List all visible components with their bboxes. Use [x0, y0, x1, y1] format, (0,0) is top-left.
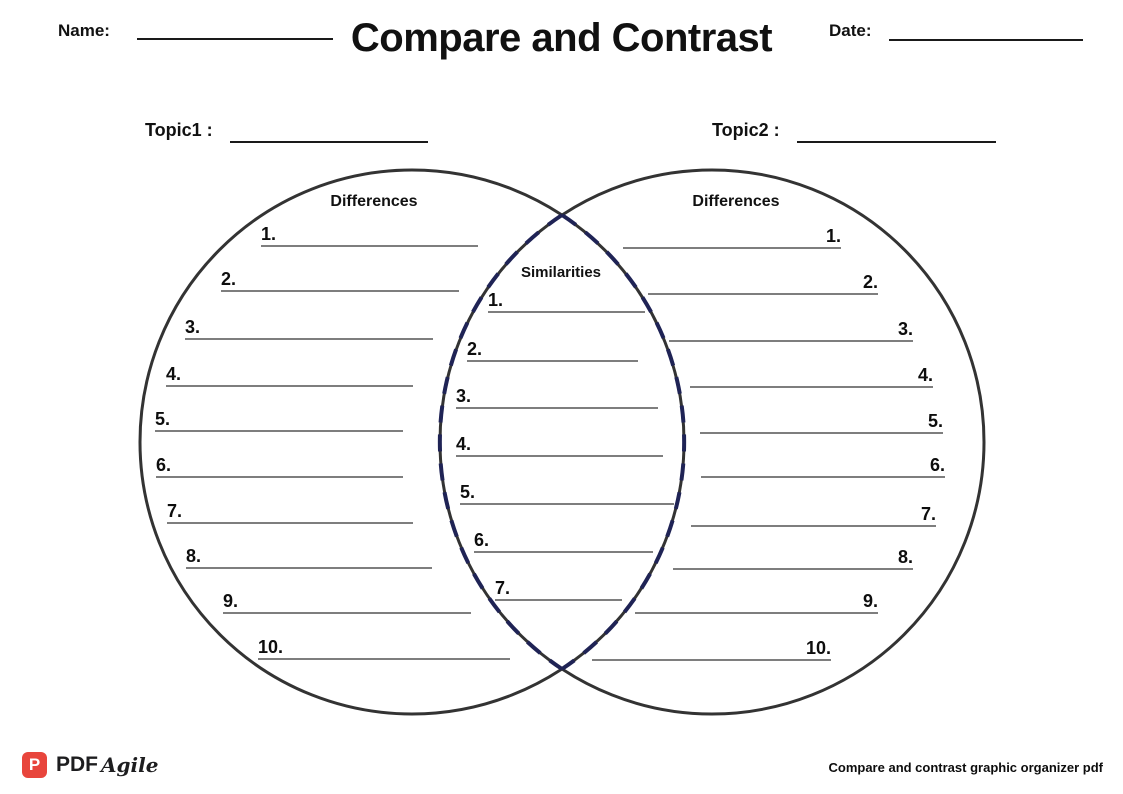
row-number: 7. — [167, 501, 183, 521]
logo-text-agile: Agile — [101, 753, 159, 777]
left-differences-heading: Differences — [330, 193, 418, 210]
row-number: 1. — [488, 290, 504, 310]
row-number: 4. — [166, 364, 182, 384]
left-diff-row-3[interactable]: 3. — [185, 318, 433, 340]
right-diff-row-8[interactable]: 8. — [673, 548, 913, 570]
left-diff-row-7[interactable]: 7. — [167, 502, 413, 524]
similarities-row-1[interactable]: 1. — [488, 291, 645, 313]
right-diff-row-5[interactable]: 5. — [700, 412, 943, 434]
right-differences-heading: Differences — [692, 193, 780, 210]
row-number: 3. — [897, 319, 913, 339]
row-number: 10. — [805, 638, 831, 658]
topic2-line[interactable] — [797, 123, 996, 143]
similarities-row-7[interactable]: 7. — [495, 579, 622, 601]
row-number: 7. — [495, 578, 511, 598]
left-diff-row-8[interactable]: 8. — [186, 547, 432, 569]
right-diff-row-9[interactable]: 9. — [635, 592, 878, 614]
similarities-row-5[interactable]: 5. — [460, 483, 674, 505]
similarities-row-4[interactable]: 4. — [456, 435, 663, 457]
pdf-agile-logo-icon: P — [22, 752, 47, 778]
pdf-agile-logo: P PDF Agile — [22, 752, 158, 778]
topic1-line[interactable] — [230, 123, 428, 143]
row-number: 6. — [156, 455, 172, 475]
footer-caption: Compare and contrast graphic organizer p… — [828, 760, 1104, 775]
row-number: 8. — [897, 547, 913, 567]
row-number: 5. — [155, 409, 171, 429]
page-title: Compare and Contrast — [350, 16, 773, 60]
right-diff-row-1[interactable]: 1. — [623, 227, 841, 249]
date-label: Date: — [829, 21, 872, 40]
left-diff-row-6[interactable]: 6. — [156, 456, 403, 478]
left-diff-row-5[interactable]: 5. — [155, 410, 403, 432]
right-diff-row-4[interactable]: 4. — [690, 366, 933, 388]
row-number: 9. — [223, 591, 239, 611]
similarities-heading: Similarities — [520, 264, 602, 281]
right-diff-row-10[interactable]: 10. — [592, 639, 831, 661]
row-number: 1. — [825, 226, 841, 246]
similarities-row-6[interactable]: 6. — [474, 531, 653, 553]
left-diff-row-4[interactable]: 4. — [166, 365, 413, 387]
left-diff-row-1[interactable]: 1. — [261, 225, 478, 247]
row-number: 2. — [467, 339, 483, 359]
right-diff-row-7[interactable]: 7. — [691, 505, 936, 527]
right-diff-row-2[interactable]: 2. — [648, 273, 878, 295]
left-diff-row-10[interactable]: 10. — [258, 638, 510, 660]
row-number: 3. — [456, 386, 472, 406]
logo-text-pdf: PDF — [56, 753, 98, 776]
row-number: 2. — [862, 272, 878, 292]
similarities-row-2[interactable]: 2. — [467, 340, 638, 362]
row-number: 10. — [258, 637, 284, 657]
row-number: 4. — [917, 365, 933, 385]
row-number: 6. — [474, 530, 490, 550]
row-number: 5. — [460, 482, 476, 502]
row-number: 5. — [927, 411, 943, 431]
left-diff-row-2[interactable]: 2. — [221, 270, 459, 292]
row-number: 2. — [221, 269, 237, 289]
right-diff-row-3[interactable]: 3. — [669, 320, 913, 342]
name-label: Name: — [58, 21, 110, 40]
right-diff-row-6[interactable]: 6. — [701, 456, 945, 478]
date-line[interactable] — [889, 23, 1083, 41]
similarities-row-3[interactable]: 3. — [456, 387, 658, 409]
row-number: 6. — [929, 455, 945, 475]
topic1-label: Topic1 : — [145, 120, 213, 140]
row-number: 7. — [920, 504, 936, 524]
row-number: 9. — [862, 591, 878, 611]
row-number: 3. — [185, 317, 201, 337]
row-number: 8. — [186, 546, 202, 566]
name-line[interactable] — [137, 22, 333, 40]
left-diff-row-9[interactable]: 9. — [223, 592, 471, 614]
topic2-label: Topic2 : — [712, 120, 780, 140]
row-number: 1. — [261, 224, 277, 244]
row-number: 4. — [456, 434, 472, 454]
